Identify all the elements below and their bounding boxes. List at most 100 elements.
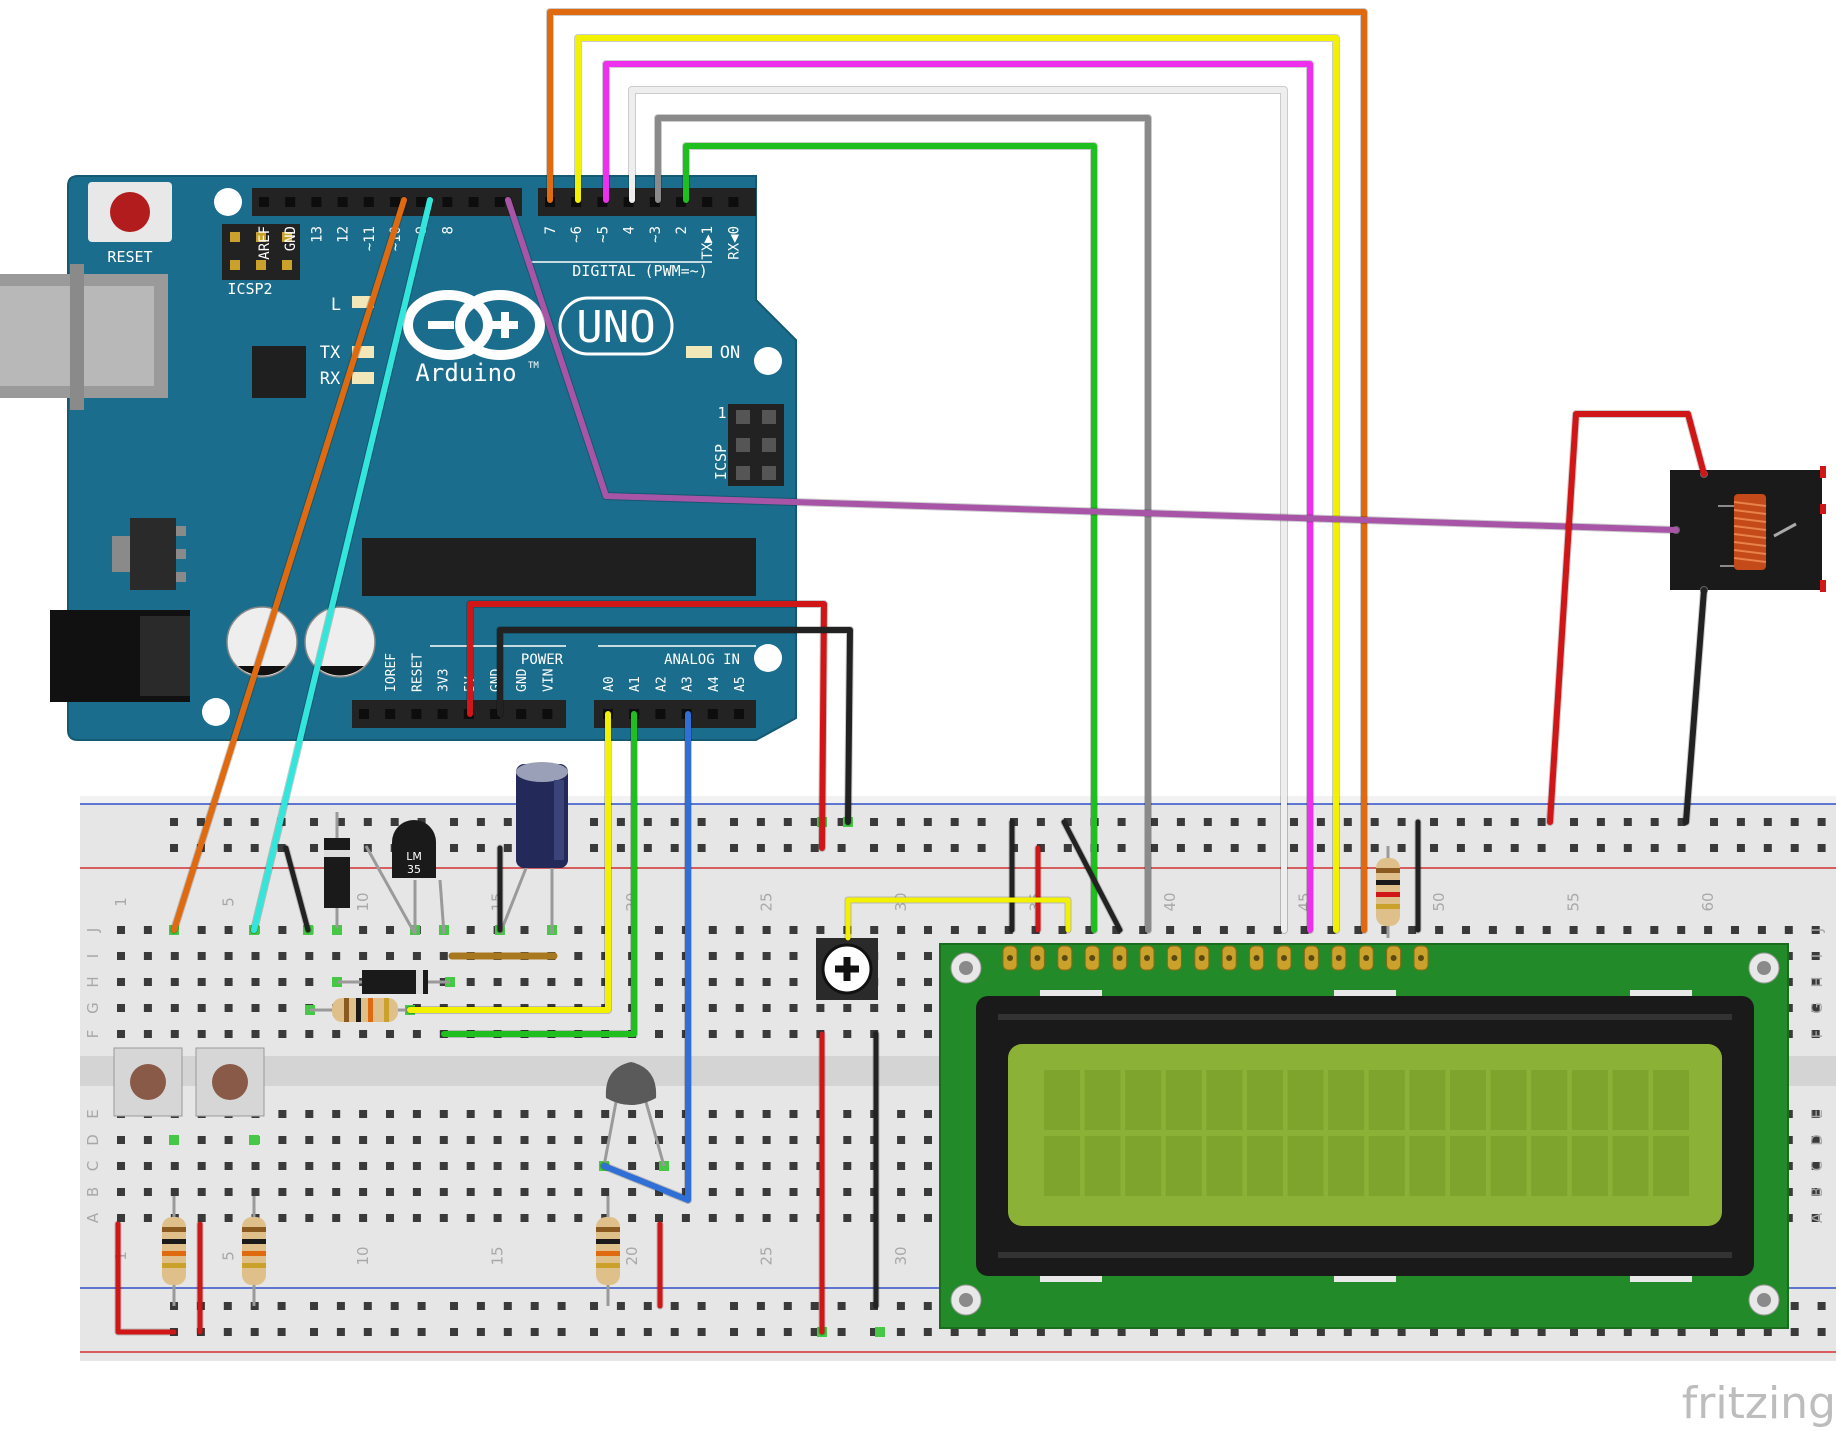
breadboard-hole[interactable] (466, 1188, 475, 1196)
rail-hole[interactable] (476, 1302, 485, 1310)
breadboard-hole[interactable] (412, 1110, 421, 1118)
rail-hole[interactable] (837, 818, 846, 826)
breadboard-hole[interactable] (224, 952, 233, 960)
digital-pin[interactable] (676, 197, 686, 207)
breadboard-hole[interactable] (170, 978, 179, 986)
breadboard-hole[interactable] (117, 978, 125, 986)
rail-hole[interactable] (336, 1302, 345, 1310)
breadboard-hole[interactable] (224, 1136, 233, 1144)
breadboard-hole[interactable] (170, 952, 179, 960)
breadboard-hole[interactable] (305, 1136, 314, 1144)
breadboard-hole[interactable] (386, 1214, 394, 1222)
breadboard-hole[interactable] (843, 1110, 852, 1118)
breadboard-hole[interactable] (278, 926, 287, 934)
breadboard-hole[interactable] (1811, 1030, 1820, 1038)
breadboard-hole[interactable] (628, 1214, 637, 1222)
breadboard-hole[interactable] (412, 1188, 421, 1196)
breadboard-hole[interactable] (924, 978, 932, 986)
rail-hole[interactable] (1370, 818, 1379, 826)
rail-hole[interactable] (417, 1302, 426, 1310)
breadboard-hole[interactable] (117, 1030, 125, 1038)
rail-hole[interactable] (1150, 1328, 1158, 1336)
breadboard-hole[interactable] (251, 978, 260, 986)
breadboard-hole[interactable] (924, 1214, 932, 1222)
breadboard-hole[interactable] (735, 1004, 744, 1012)
breadboard-hole[interactable] (924, 1030, 932, 1038)
breadboard-hole[interactable] (762, 1214, 771, 1222)
breadboard-hole[interactable] (359, 1136, 368, 1144)
breadboard-hole[interactable] (439, 952, 448, 960)
rail-hole[interactable] (756, 1328, 765, 1336)
rail-hole[interactable] (277, 844, 286, 852)
breadboard-hole[interactable] (843, 1214, 852, 1222)
breadboard-hole[interactable] (924, 1188, 932, 1196)
rail-hole[interactable] (1623, 1328, 1632, 1336)
breadboard-hole[interactable] (897, 1110, 906, 1118)
rail-hole[interactable] (950, 1328, 959, 1336)
rail-hole[interactable] (1537, 844, 1546, 852)
rail-hole[interactable] (670, 844, 679, 852)
breadboard-hole[interactable] (170, 1004, 179, 1012)
rail-hole[interactable] (643, 818, 652, 826)
breadboard-hole[interactable] (520, 926, 529, 934)
breadboard-hole[interactable] (708, 978, 717, 986)
rail-hole[interactable] (530, 1302, 539, 1310)
rail-hole[interactable] (1790, 818, 1799, 826)
breadboard-hole[interactable] (359, 1030, 368, 1038)
digital-pin[interactable] (390, 197, 400, 207)
breadboard-hole[interactable] (305, 1162, 314, 1170)
breadboard-hole[interactable] (251, 1030, 260, 1038)
rail-hole[interactable] (896, 844, 905, 852)
rail-hole[interactable] (1736, 818, 1745, 826)
rail-hole[interactable] (336, 818, 345, 826)
rail-hole[interactable] (923, 1328, 932, 1336)
rail-hole[interactable] (310, 844, 318, 852)
rail-hole[interactable] (390, 1328, 399, 1336)
breadboard-hole[interactable] (843, 1188, 852, 1196)
breadboard-hole[interactable] (1004, 926, 1013, 934)
breadboard-hole[interactable] (117, 1188, 125, 1196)
breadboard-hole[interactable] (197, 1136, 206, 1144)
breadboard-hole[interactable] (170, 1188, 179, 1196)
rail-hole[interactable] (503, 1328, 512, 1336)
breadboard-hole[interactable] (789, 1162, 798, 1170)
rail-hole[interactable] (1036, 1328, 1045, 1336)
breadboard-hole[interactable] (1784, 926, 1793, 934)
rail-hole[interactable] (1290, 1328, 1298, 1336)
breadboard-hole[interactable] (520, 1188, 529, 1196)
rail-hole[interactable] (250, 844, 259, 852)
breadboard-hole[interactable] (1811, 1162, 1820, 1170)
breadboard-hole[interactable] (1488, 926, 1497, 934)
rail-hole[interactable] (417, 1328, 426, 1336)
breadboard-hole[interactable] (1811, 1110, 1820, 1118)
breadboard-hole[interactable] (789, 926, 798, 934)
breadboard-hole[interactable] (628, 1162, 637, 1170)
breadboard-hole[interactable] (412, 1030, 421, 1038)
rail-hole[interactable] (1570, 1328, 1578, 1336)
rail-hole[interactable] (1370, 1328, 1379, 1336)
breadboard-hole[interactable] (1731, 926, 1739, 934)
rail-hole[interactable] (590, 844, 598, 852)
breadboard-hole[interactable] (1596, 926, 1605, 934)
rail-hole[interactable] (1203, 844, 1212, 852)
rail-hole[interactable] (1456, 844, 1465, 852)
breadboard-hole[interactable] (143, 1188, 152, 1196)
power-pin[interactable] (437, 709, 448, 719)
rail-hole[interactable] (277, 1302, 286, 1310)
rail-hole[interactable] (977, 818, 986, 826)
rail-hole[interactable] (1397, 844, 1406, 852)
breadboard-hole[interactable] (224, 1004, 233, 1012)
rail-hole[interactable] (870, 818, 878, 826)
rail-hole[interactable] (670, 1328, 679, 1336)
digital-pin[interactable] (623, 197, 634, 207)
breadboard-hole[interactable] (897, 1136, 906, 1144)
rail-hole[interactable] (1203, 818, 1212, 826)
breadboard-hole[interactable] (789, 1214, 798, 1222)
breadboard-hole[interactable] (412, 952, 421, 960)
rail-hole[interactable] (1677, 844, 1686, 852)
breadboard-hole[interactable] (735, 952, 744, 960)
breadboard-hole[interactable] (897, 1214, 906, 1222)
breadboard-hole[interactable] (143, 952, 152, 960)
rail-hole[interactable] (730, 818, 738, 826)
breadboard-hole[interactable] (386, 952, 394, 960)
